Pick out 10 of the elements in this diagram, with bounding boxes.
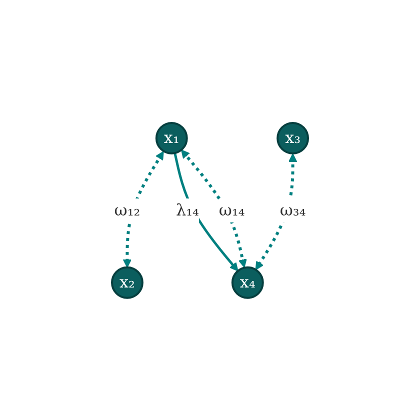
node-circle: x₂	[111, 266, 144, 298]
edge-label: λ₁₄	[176, 200, 199, 219]
node-circle: x₃	[276, 122, 309, 154]
arrow	[174, 152, 238, 271]
arrow	[180, 149, 247, 268]
node-circle: x₁	[155, 122, 188, 154]
node-circle: x₄	[231, 266, 264, 298]
edge-label: ω₁₂	[114, 200, 140, 219]
edge-label: ω₁₄	[218, 200, 245, 219]
edge-label: ω₃₄	[280, 200, 306, 219]
